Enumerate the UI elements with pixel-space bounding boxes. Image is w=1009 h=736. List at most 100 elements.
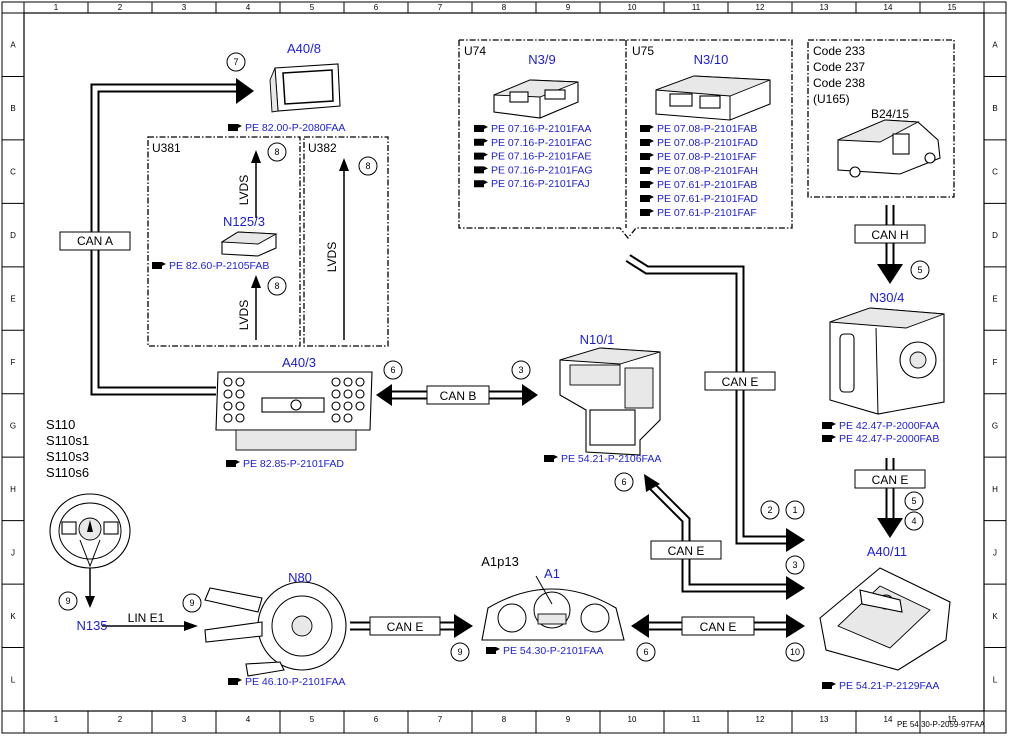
marker-number: 6 <box>643 647 648 657</box>
b24-15-name: B24/15 <box>871 107 909 121</box>
grid-col-label: 9 <box>566 715 571 724</box>
n125-3-device <box>220 231 278 257</box>
pe-reference[interactable]: PE 07.08-P-2101FAF <box>657 151 757 163</box>
n10-1-name: N10/1 <box>580 332 615 347</box>
grid-row-label: J <box>11 548 15 557</box>
circled-marker: 9 <box>182 593 202 613</box>
b24-15-device <box>837 119 941 178</box>
circled-marker: 6 <box>614 472 634 492</box>
pe-reference[interactable]: PE 07.61-P-2101FAB <box>657 179 757 191</box>
pe-reference[interactable]: PE 42.47-P-2000FAA <box>839 420 939 432</box>
n125-3-name: N125/3 <box>223 214 265 229</box>
grid-row-label: E <box>10 295 15 304</box>
marker-number: 10 <box>790 647 800 657</box>
u381-label: U381 <box>152 141 181 155</box>
grid-col-label: 8 <box>502 3 507 12</box>
a40-8-refs: PE 82.00-P-2080FAA <box>228 122 345 134</box>
grid-row-label: L <box>11 675 16 684</box>
lin-e1-label: LIN E1 <box>128 611 165 625</box>
grid-col-label: 4 <box>246 3 251 12</box>
marker-number: 5 <box>911 496 916 506</box>
pe-reference[interactable]: PE 07.61-P-2101FAD <box>657 193 758 205</box>
pe-reference[interactable]: PE 54.21-P-2129FAA <box>839 680 939 692</box>
can-e-left-line: CAN E <box>350 614 473 638</box>
pe-reference[interactable]: PE 82.60-P-2105FAB <box>169 260 269 272</box>
s110s1-name: S110s1 <box>46 433 89 448</box>
pointer-hand-icon <box>640 153 654 160</box>
lvds-3-label: LVDS <box>325 242 339 272</box>
s110-to-n135-line <box>85 568 95 608</box>
pe-reference[interactable]: PE 54.30-P-2101FAA <box>503 645 603 657</box>
grid-row-label: K <box>992 612 998 621</box>
pointer-hand-icon <box>474 138 488 146</box>
pe-reference[interactable]: PE 07.08-P-2101FAB <box>657 123 757 135</box>
grid-col-label: 9 <box>566 3 571 12</box>
marker-number: 3 <box>518 365 523 375</box>
n3-10-name: N3/10 <box>694 52 729 67</box>
n10-1-device <box>559 347 661 456</box>
circled-marker: 4 <box>904 511 924 531</box>
grid-row-label: D <box>992 231 998 240</box>
grid-row-label: D <box>10 231 16 240</box>
pe-reference[interactable]: PE 07.16-P-2101FAG <box>491 164 593 176</box>
grid-row-label: G <box>992 421 998 430</box>
pe-reference[interactable]: PE 07.16-P-2101FAJ <box>491 178 590 190</box>
a1-cluster <box>481 575 625 641</box>
n30-4-name: N30/4 <box>870 290 905 305</box>
grid-col-label: 12 <box>756 3 765 12</box>
grid-col-label: 10 <box>628 3 637 12</box>
a40-8-name: A40/8 <box>287 41 321 56</box>
u381-box <box>147 136 301 347</box>
circled-marker: 2 <box>760 500 780 520</box>
u382-box <box>303 136 389 347</box>
a40-8-device <box>269 63 341 113</box>
code-233: Code 233 <box>813 44 865 58</box>
pointer-hand-icon <box>228 124 242 131</box>
pe-reference[interactable]: PE 07.08-P-2101FAH <box>657 165 758 177</box>
grid-col-label: 3 <box>182 715 187 724</box>
can-e-left-label: CAN E <box>387 620 424 634</box>
can-e-n30-line: CAN E <box>854 458 926 538</box>
circled-marker: 3 <box>785 555 805 575</box>
footer-code: PE 54.30-P-2059-97FAA <box>897 720 986 729</box>
circled-marker: 7 <box>226 52 246 72</box>
grid-col-label: 3 <box>182 3 187 12</box>
pe-reference[interactable]: PE 07.16-P-2101FAE <box>491 151 591 163</box>
lvds-lines: LVDS LVDS LVDS <box>237 150 349 340</box>
a1-name: A1 <box>544 566 560 581</box>
pe-reference[interactable]: PE 82.85-P-2101FAD <box>243 458 344 470</box>
pointer-hand-icon <box>474 166 488 174</box>
pe-reference[interactable]: PE 82.00-P-2080FAA <box>245 122 345 134</box>
pointer-hand-icon <box>544 455 558 462</box>
pe-reference[interactable]: PE 54.21-P-2106FAA <box>561 453 661 465</box>
pe-reference[interactable]: PE 07.08-P-2101FAD <box>657 137 758 149</box>
marker-number: 1 <box>792 505 797 515</box>
can-a-label: CAN A <box>77 234 113 248</box>
pointer-hand-icon <box>822 435 836 442</box>
n3-9-device <box>493 79 579 119</box>
lvds-2-label: LVDS <box>237 300 251 330</box>
grid-col-label: 10 <box>628 715 637 724</box>
pe-reference[interactable]: PE 46.10-P-2101FAA <box>245 676 345 688</box>
a40-11-device <box>819 567 951 671</box>
grid-row-label: G <box>10 421 16 430</box>
pe-reference[interactable]: PE 07.61-P-2101FAF <box>657 207 757 219</box>
marker-number: 2 <box>767 505 772 515</box>
grid-col-label: 13 <box>820 715 829 724</box>
grid-row-label: F <box>993 358 998 367</box>
grid-col-label: 12 <box>756 715 765 724</box>
pe-reference[interactable]: PE 07.16-P-2101FAA <box>491 123 591 135</box>
pe-reference[interactable]: PE 42.47-P-2000FAB <box>839 433 939 445</box>
pe-reference[interactable]: PE 07.16-P-2101FAC <box>491 137 592 149</box>
can-h-label: CAN H <box>871 228 908 242</box>
pointer-hand-icon <box>486 647 500 654</box>
pointer-hand-icon <box>640 167 654 174</box>
grid-col-label: 15 <box>948 3 957 12</box>
grid-row-label: J <box>993 548 997 557</box>
pointer-hand-icon <box>474 180 488 188</box>
grid-col-label: 8 <box>502 715 507 724</box>
a40-3-name: A40/3 <box>282 355 316 370</box>
circled-marker: 3 <box>511 360 531 380</box>
grid-col-label: 1 <box>54 3 59 12</box>
